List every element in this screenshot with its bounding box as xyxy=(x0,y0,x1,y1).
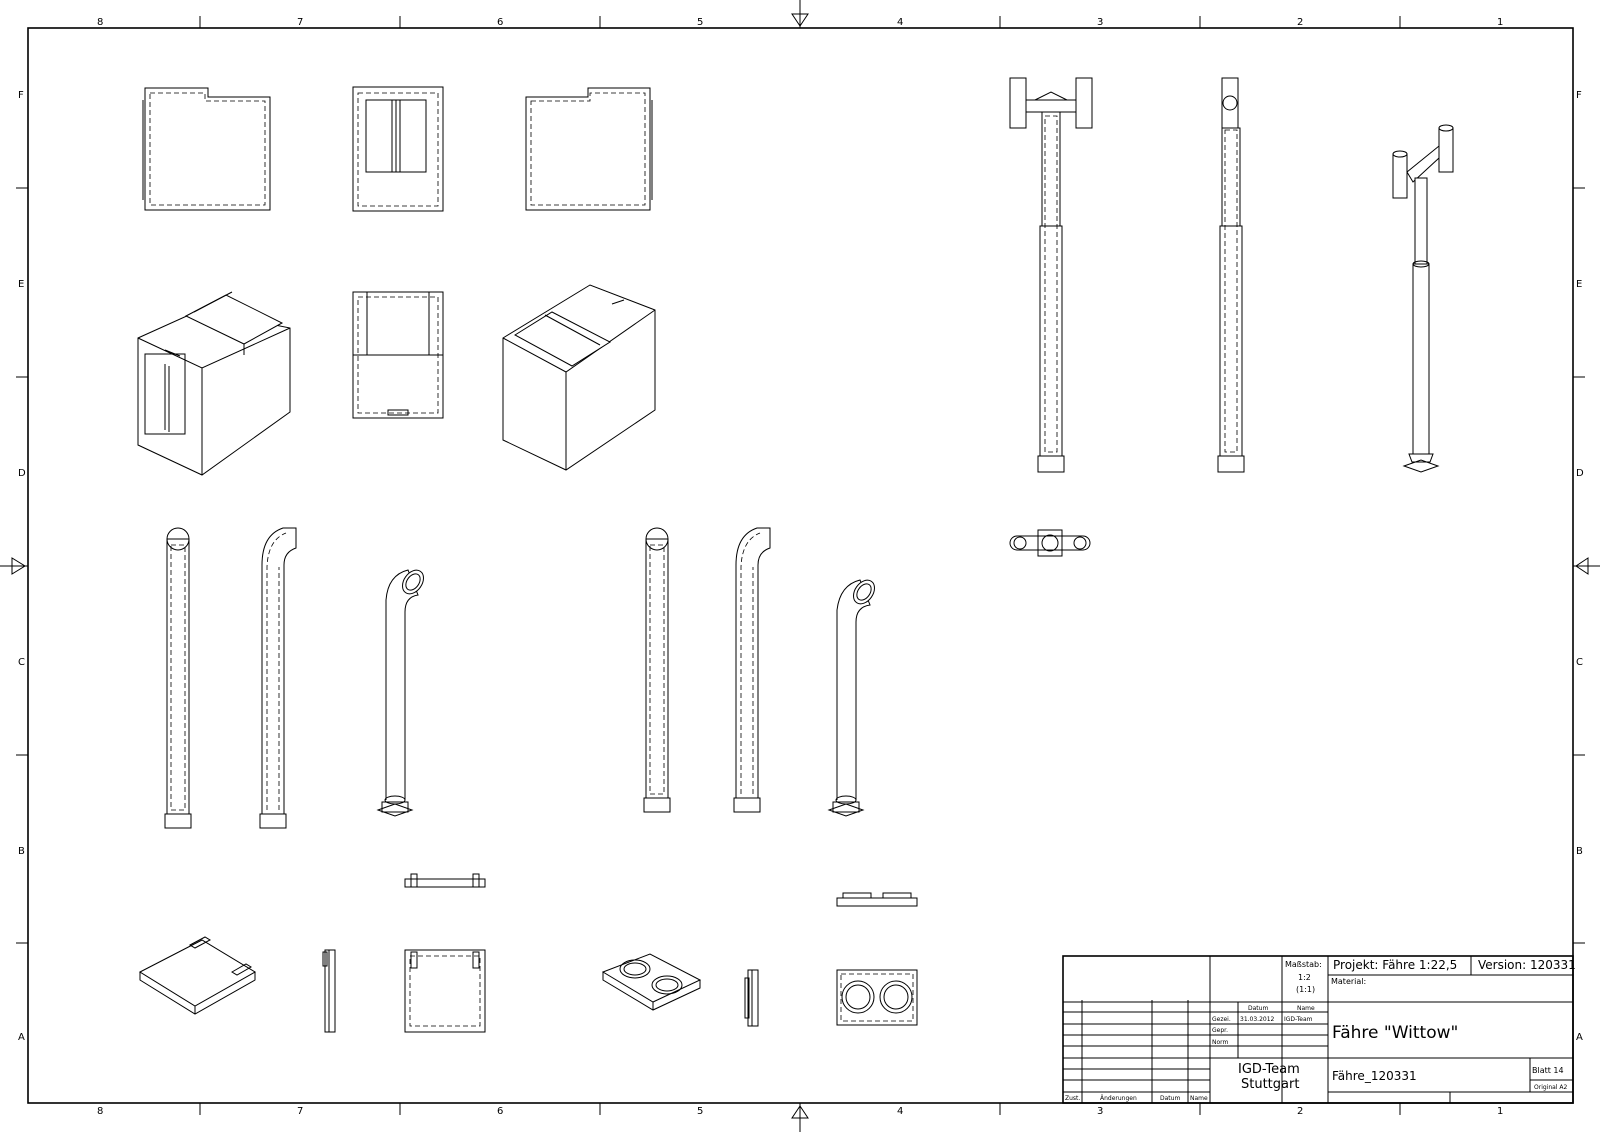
col-name: Name xyxy=(1297,1005,1315,1012)
project-label: Projekt: Fähre 1:22,5 xyxy=(1333,958,1457,972)
zone-col-bottom-4: 4 xyxy=(897,1106,903,1117)
zone-row-left-A: A xyxy=(18,1032,25,1043)
rev-col-aenderungen: Änderungen xyxy=(1100,1095,1137,1102)
zone-col-bottom-7: 7 xyxy=(297,1106,303,1117)
zone-col-top-8: 8 xyxy=(97,17,103,28)
zone-col-top-2: 2 xyxy=(1297,17,1303,28)
mast-top-view xyxy=(1009,529,1091,557)
row-gezei: Gezei. xyxy=(1212,1016,1231,1023)
zone-row-right-A: A xyxy=(1576,1032,1583,1043)
zone-col-top-1: 1 xyxy=(1497,17,1503,28)
zone-col-top-5: 5 xyxy=(697,17,703,28)
box-isometric-left xyxy=(137,291,291,476)
zone-col-bottom-1: 1 xyxy=(1497,1106,1503,1117)
material-label: Material: xyxy=(1331,977,1366,986)
col-datum: Datum xyxy=(1248,1005,1268,1012)
zone-row-left-B: B xyxy=(18,846,25,857)
mast-front-view xyxy=(1009,77,1093,473)
file-name: Fähre_120331 xyxy=(1332,1069,1417,1083)
zone-row-left-E: E xyxy=(18,279,24,290)
plate-side-view-2 xyxy=(836,892,918,907)
zone-col-top-7: 7 xyxy=(297,17,303,28)
scale-original: (1:1) xyxy=(1296,985,1315,994)
plate-isometric-1 xyxy=(138,936,256,1015)
zone-col-bottom-8: 8 xyxy=(97,1106,103,1117)
title-block: Maßstab: 1:2 (1:1) Projekt: Fähre 1:22,5… xyxy=(1062,955,1576,1104)
pipe-side-view-2 xyxy=(733,527,771,813)
gezei-name: IGD-Team xyxy=(1284,1016,1313,1023)
sheet-number: Blatt 14 xyxy=(1532,1066,1564,1075)
zone-row-right-D: D xyxy=(1576,468,1584,479)
zone-ticks xyxy=(16,16,1585,1115)
team-name-line1: IGD-Team xyxy=(1238,1062,1300,1077)
plate-top-view-1 xyxy=(404,949,486,1033)
drawing-title: Fähre "Wittow" xyxy=(1332,1023,1458,1043)
rev-col-name: Name xyxy=(1190,1095,1208,1102)
zone-col-top-6: 6 xyxy=(497,17,503,28)
zone-row-left-C: C xyxy=(18,657,25,668)
pipe-front-view-1 xyxy=(164,527,192,829)
mast-side-view xyxy=(1217,77,1245,473)
box-side-view-right xyxy=(525,87,653,211)
pipe-isometric-2 xyxy=(827,579,875,817)
gezei-date: 31.03.2012 xyxy=(1240,1016,1275,1023)
zone-row-right-C: C xyxy=(1576,657,1583,668)
version-label: Version: 120331 xyxy=(1478,958,1576,972)
scale-label: Maßstab: xyxy=(1285,960,1322,969)
double-ring-plate-edge-view xyxy=(744,969,759,1027)
plate-edge-view-1 xyxy=(322,949,336,1033)
box-front-view-doors xyxy=(352,86,444,212)
team-name-line2: Stuttgart xyxy=(1241,1077,1299,1092)
zone-row-right-E: E xyxy=(1576,279,1582,290)
double-ring-plate-top-view xyxy=(836,969,918,1026)
box-isometric-right xyxy=(502,284,656,471)
box-front-view-left xyxy=(142,87,271,211)
zone-col-bottom-5: 5 xyxy=(697,1106,703,1117)
box-top-view xyxy=(352,291,444,419)
mast-isometric-view xyxy=(1392,124,1454,473)
double-ring-plate-isometric xyxy=(601,953,702,1011)
zone-row-right-F: F xyxy=(1576,90,1582,101)
rev-col-zust: Zust. xyxy=(1065,1095,1080,1102)
pipe-isometric-1 xyxy=(376,569,424,817)
zone-col-top-4: 4 xyxy=(897,17,903,28)
zone-col-bottom-2: 2 xyxy=(1297,1106,1303,1117)
rev-col-datum: Datum xyxy=(1160,1095,1180,1102)
row-gepr: Gepr. xyxy=(1212,1027,1228,1034)
zone-row-left-F: F xyxy=(18,90,24,101)
pipe-front-view-2 xyxy=(643,527,671,813)
plate-side-view-1 xyxy=(404,873,486,888)
drawing-border xyxy=(27,27,1574,1104)
zone-col-bottom-3: 3 xyxy=(1097,1106,1103,1117)
zone-row-right-B: B xyxy=(1576,846,1583,857)
pipe-side-view-1 xyxy=(259,527,297,829)
row-norm: Norm xyxy=(1212,1039,1229,1046)
zone-col-top-3: 3 xyxy=(1097,17,1103,28)
zone-col-bottom-6: 6 xyxy=(497,1106,503,1117)
zone-row-left-D: D xyxy=(18,468,26,479)
scale-value: 1:2 xyxy=(1298,973,1311,982)
original-format: Original A2 xyxy=(1534,1084,1567,1091)
